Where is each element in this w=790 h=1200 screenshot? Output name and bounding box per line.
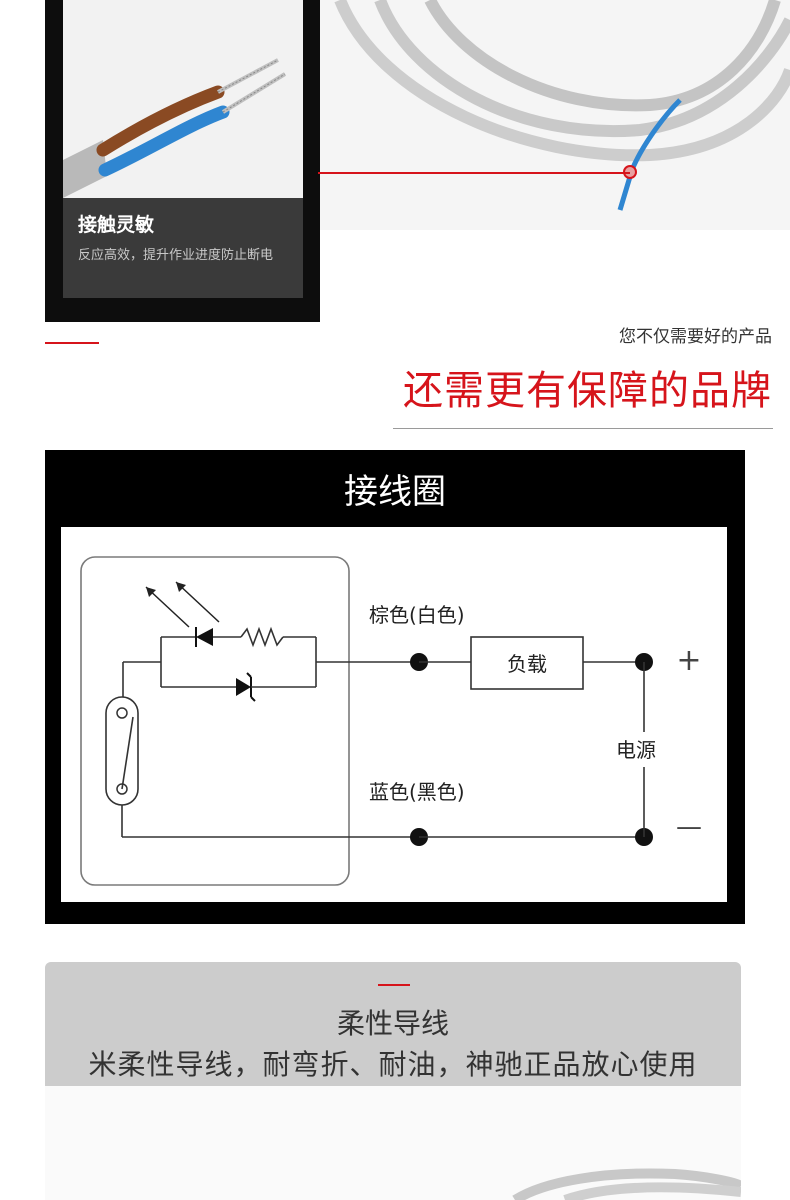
wiring-diagram: 棕色(白色) 蓝色(黑色) 负载 电源 + — bbox=[61, 527, 727, 902]
pointer-line bbox=[318, 172, 630, 174]
feature-description: 反应高效，提升作业进度防止断电 bbox=[78, 248, 274, 263]
power-label: 电源 bbox=[616, 738, 656, 762]
cable-coil-photo bbox=[320, 0, 790, 230]
brown-wire-label: 棕色(白色) bbox=[369, 603, 465, 627]
slogan-big: 还需更有保障的品牌 bbox=[403, 368, 772, 414]
light-ray bbox=[145, 586, 190, 628]
wiring-title: 接线圈 bbox=[344, 472, 446, 512]
flexible-red-accent bbox=[378, 984, 410, 986]
flexible-title: 柔性导线 bbox=[336, 1007, 449, 1040]
red-accent-line bbox=[45, 342, 99, 344]
blue-wire-label: 蓝色(黑色) bbox=[369, 780, 465, 804]
plus-sign: + bbox=[676, 643, 701, 678]
cable-end-photo bbox=[63, 0, 303, 198]
led-diode bbox=[196, 628, 213, 646]
feature-caption-box bbox=[63, 198, 303, 298]
resistor bbox=[240, 626, 284, 648]
sensor-outline bbox=[80, 556, 350, 886]
flexible-subtitle: 米柔性导线，耐弯折、耐油，神驰正品放心使用 bbox=[88, 1048, 698, 1081]
slogan-divider bbox=[393, 428, 773, 429]
load-label: 负载 bbox=[507, 652, 547, 676]
slogan-small: 您不仅需要好的产品 bbox=[619, 327, 772, 347]
load-box bbox=[470, 636, 584, 690]
flexible-wire-photo bbox=[45, 1086, 741, 1200]
flexible-wire-header bbox=[45, 962, 741, 1086]
light-ray bbox=[175, 581, 220, 623]
feature-title: 接触灵敏 bbox=[78, 214, 155, 236]
zener-diode bbox=[236, 678, 251, 696]
minus-sign: — bbox=[676, 812, 702, 842]
